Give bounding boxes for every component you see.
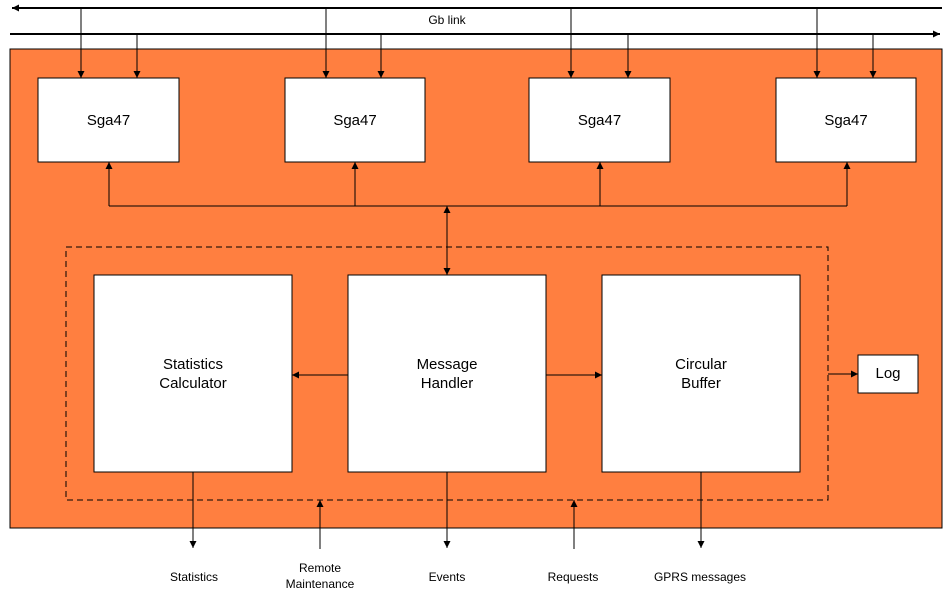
gb-link-label: Gb link [428,13,466,27]
requests-input-label: Requests [548,570,599,584]
remote-maintenance-label-1: Remote [299,561,341,575]
sga-box-4: Sga47 [775,77,917,163]
sga-box-3: Sga47 [528,77,671,163]
circular-buffer-label-1: Circular [675,356,727,373]
sga-box-2-label: Sga47 [333,112,376,129]
internal-flow-arrows [292,370,858,379]
log-label: Log [875,365,900,382]
statistics-calculator-label-2: Calculator [159,375,227,392]
events-output-label: Events [429,570,466,584]
sga-box-1: Sga47 [37,77,180,163]
log-box: Log [857,354,919,394]
message-handler-label-1: Message [417,356,478,373]
statistics-calculator-box: Statistics Calculator [93,274,293,473]
bus-to-sga-arrows [77,8,877,78]
message-handler-label-2: Handler [421,375,474,392]
statistics-calculator-label-1: Statistics [163,356,223,373]
external-io-arrows [189,472,705,549]
statistics-output-label: Statistics [170,570,218,584]
circular-buffer-label-2: Buffer [681,375,721,392]
internal-bus [105,162,851,275]
gprs-messages-output-label: GPRS messages [654,570,746,584]
sga-box-3-label: Sga47 [578,112,621,129]
sga-box-1-label: Sga47 [87,112,130,129]
sga-box-2: Sga47 [284,77,426,163]
sga-box-4-label: Sga47 [824,112,867,129]
message-handler-box: Message Handler [347,274,547,473]
circular-buffer-box: Circular Buffer [601,274,801,473]
remote-maintenance-label-2: Maintenance [286,577,355,591]
